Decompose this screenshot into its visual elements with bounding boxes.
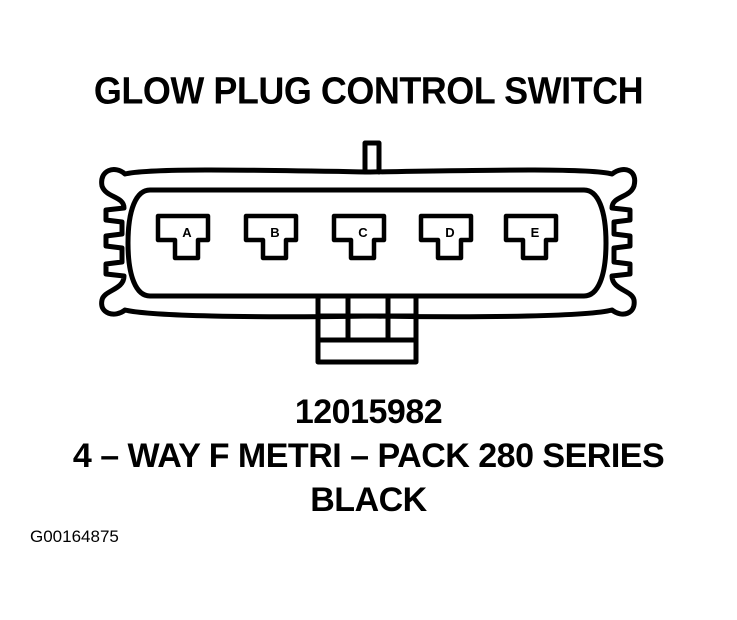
wire-exit-latch (315, 295, 419, 365)
connector-type: 4 – WAY F METRI – PACK 280 SERIES (72, 437, 665, 475)
cavity-a (155, 213, 211, 261)
diagram-title: GLOW PLUG CONTROL SWITCH (93, 68, 644, 112)
cavity-label-e: E (531, 225, 540, 240)
cavity-label-b: B (270, 225, 279, 240)
figure-id: G00164875 (30, 527, 119, 546)
connector-housing-inner (125, 187, 609, 299)
cavity-label-a: A (182, 225, 192, 240)
part-number: 12015982 (294, 393, 443, 431)
cavity-e (503, 213, 559, 261)
cavity-b (243, 213, 299, 261)
lock-tab (362, 140, 382, 175)
cavity-label-c: C (358, 225, 368, 240)
connector-color: BLACK (310, 481, 427, 519)
cavity-d (418, 213, 474, 261)
cavity-label-d: D (445, 225, 454, 240)
cavity-c (331, 213, 387, 261)
connector-housing-outer (99, 167, 638, 320)
